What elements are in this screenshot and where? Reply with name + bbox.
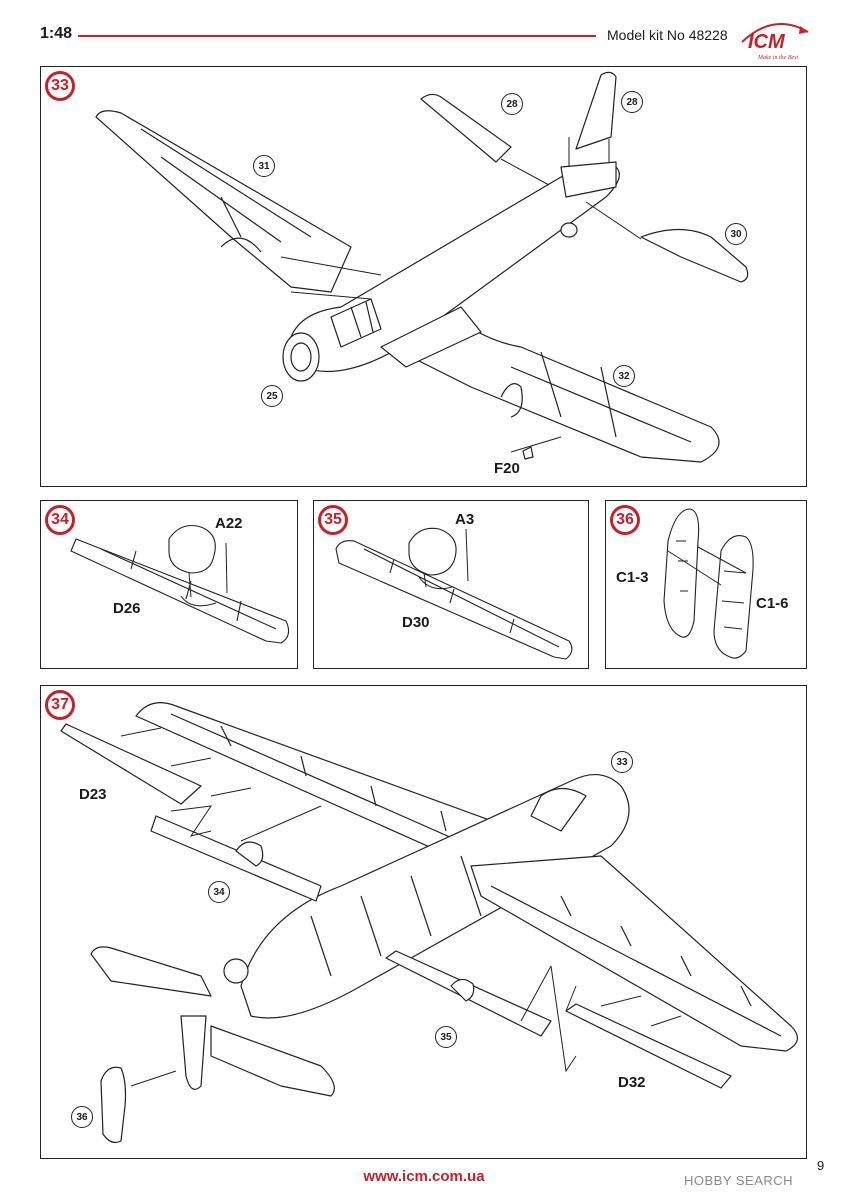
ref-28: 28	[621, 91, 643, 113]
ref-35: 35	[435, 1026, 457, 1048]
step-35-drawing	[335, 527, 573, 660]
f20-part	[522, 446, 534, 460]
part-d23: D23	[79, 786, 107, 803]
step-33-panel: 33 28 28 31 30 32 25 F20	[40, 66, 807, 487]
assembly-arrows	[280, 137, 642, 453]
part-d26: D26	[113, 600, 141, 617]
watermark: HOBBY SEARCH	[684, 1173, 794, 1188]
header-divider	[78, 35, 596, 37]
ref-30: 30	[725, 223, 747, 245]
nose-part	[282, 332, 320, 382]
step-36-panel: 36 C1-3 C1-6	[605, 500, 807, 669]
ref-36: 36	[71, 1106, 93, 1128]
logo-tagline: Make in the Best	[757, 55, 798, 61]
step-35-panel: 35 A3 D30	[313, 500, 589, 669]
logo-brand: ICM	[748, 31, 786, 53]
step-33-badge: 33	[45, 71, 75, 101]
ref-29: 28	[501, 93, 523, 115]
step-37-drawing	[60, 702, 798, 1144]
step-34-panel: 34 A22 D26	[40, 500, 298, 669]
assembly-arrows-37	[120, 727, 682, 1087]
step-33-drawing	[95, 71, 749, 463]
step-36-drawing	[663, 508, 754, 659]
icm-logo: ICM Make in the Best	[741, 23, 809, 61]
tail-37-part	[90, 946, 212, 997]
ref-34: 34	[208, 881, 230, 903]
page-number: 9	[817, 1158, 825, 1173]
step-35-badge: 35	[318, 505, 348, 535]
part-c1-6: C1-6	[756, 595, 789, 612]
part-d32: D32	[618, 1074, 646, 1091]
ref-31: 31	[253, 155, 275, 177]
stabilizer-right-part	[640, 228, 749, 283]
step-37-badge: 37	[45, 690, 75, 720]
stabilizer-left-part	[420, 93, 512, 163]
step-34-drawing	[70, 524, 290, 644]
footer-url[interactable]: www.icm.com.ua	[363, 1168, 485, 1185]
step-34-badge: 34	[45, 505, 75, 535]
part-a3: A3	[455, 511, 475, 528]
part-a22: A22	[215, 515, 243, 532]
ref-25: 25	[261, 385, 283, 407]
part-d30: D30	[402, 614, 430, 631]
fuselage-37-part	[240, 774, 630, 1019]
right-wing-part	[400, 321, 720, 463]
scale-label: 1:48	[40, 25, 73, 42]
kit-number: Model kit No 48228	[607, 27, 728, 43]
step-37-panel: 37 D23 33 34 35 36 D32	[40, 685, 807, 1159]
ref-33: 33	[611, 751, 633, 773]
step-36-badge: 36	[610, 505, 640, 535]
ref-32: 32	[613, 365, 635, 387]
part-c1-3: C1-3	[616, 569, 649, 586]
tail-fin-part	[575, 71, 617, 150]
part-f20: F20	[494, 460, 520, 477]
